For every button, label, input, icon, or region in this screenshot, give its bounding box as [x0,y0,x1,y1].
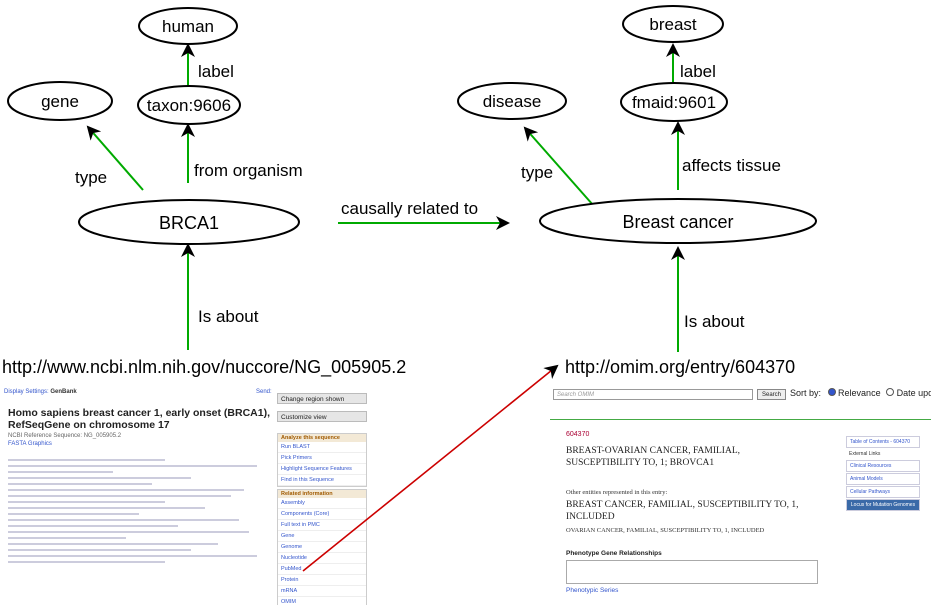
url-ncbi[interactable]: http://www.ncbi.nlm.nih.gov/nuccore/NG_0… [2,357,407,377]
ncbi-related-item[interactable]: OMIM [278,597,366,605]
ncbi-related-item[interactable]: Genome [278,542,366,553]
ncbi-change-region-button[interactable]: Change region shown [277,393,367,404]
ncbi-related-item[interactable]: Gene [278,531,366,542]
omim-sidebar-item[interactable]: Clinical Resources [846,460,920,472]
omim-sort-relevance[interactable]: Relevance [838,388,881,398]
ncbi-related-item[interactable]: Assembly [278,498,366,509]
label-edge-is-about-left: Is about [198,307,259,326]
ncbi-related-box: Related information Assembly Components … [277,489,367,605]
ncbi-related-item[interactable]: Full text in PMC [278,520,366,531]
ncbi-analyze-item[interactable]: Highlight Sequence Features [278,464,366,475]
node-human: human [162,17,214,36]
node-gene-ellipse [7,81,113,121]
node-fmaid-ellipse [620,82,728,122]
omim-search-input[interactable]: Search OMIM [553,389,753,400]
omim-sidebar-item[interactable]: Table of Contents - 604370 [846,436,920,448]
ncbi-analyze-item[interactable]: Run BLAST [278,442,366,453]
omim-sort-options: Sort by: Relevance Date updated [790,388,931,398]
edge-bc-type [523,126,594,206]
ncbi-related-item[interactable]: Nucleotide [278,553,366,564]
omim-phenotypic-series-link[interactable]: Phenotypic Series [566,587,619,594]
node-brca1-ellipse [78,199,300,245]
ncbi-related-header: Related information [278,490,366,498]
omim-header-divider [550,419,931,420]
omim-sort-label: Sort by: [790,388,822,398]
ncbi-refseq: NCBI Reference Sequence: NG_005905.2 [8,433,122,439]
ncbi-display-settings[interactable]: Display Settings: GenBank [4,389,77,395]
node-breast-cancer-ellipse [539,198,817,244]
node-disease: disease [483,92,542,111]
omim-search-button[interactable]: Search [757,389,787,400]
node-breast-cancer: Breast cancer [622,212,733,232]
ncbi-analyze-header: Analyze this sequence [278,434,366,442]
ncbi-send[interactable]: Send: [256,389,272,395]
omim-sidebar: Table of Contents - 604370 External Link… [846,436,920,512]
omim-sort-date[interactable]: Date updated [896,388,931,398]
ncbi-analyze-item[interactable]: Find in this Sequence [278,475,366,486]
omim-sidebar-item: External Links [849,451,881,457]
ncbi-related-item[interactable]: Protein [278,575,366,586]
ncbi-links[interactable]: FASTA Graphics [8,441,52,447]
omim-entry-heading-3: OVARIAN CANCER, FAMILIAL, SUSCEPTIBILITY… [566,527,765,534]
radio-unselected-icon[interactable] [886,388,895,396]
node-disease-ellipse [457,82,567,120]
ncbi-analyze-box: Analyze this sequence Run BLAST Pick Pri… [277,433,367,487]
omim-sidebar-item[interactable]: Cellular Pathways [846,486,920,498]
edge-brca1-type [86,125,144,191]
label-edge-from-organism: from organism [194,161,303,180]
node-breast: breast [649,15,697,34]
node-taxon: taxon:9606 [147,96,231,115]
omim-entry-id: 604370 [566,431,590,438]
ncbi-related-item[interactable]: PubMed [278,564,366,575]
radio-selected-icon[interactable] [827,388,836,396]
node-brca1: BRCA1 [159,213,219,233]
label-edge-affects-tissue: affects tissue [682,156,781,175]
node-taxon-ellipse [137,85,241,125]
label-edge-label-left: label [198,62,234,81]
ncbi-related-item[interactable]: mRNA [278,586,366,597]
knowledge-graph-diagram: human gene taxon:9606 BRCA1 breast disea… [7,5,817,352]
omim-entry-title: BREAST-OVARIAN CANCER, FAMILIAL, SUSCEPT… [566,446,741,468]
node-breast-ellipse [622,5,724,43]
ncbi-genbank-record [8,455,270,567]
node-human-ellipse [138,7,238,45]
omim-phenotype-header: Phenotype Gene Relationships [566,550,662,557]
ncbi-page-screenshot: Display Settings: GenBank Send: Homo sap… [0,385,372,605]
label-edge-causally-related: causally related to [341,199,478,218]
url-omim[interactable]: http://omim.org/entry/604370 [565,357,796,377]
ncbi-related-item[interactable]: Components (Core) [278,509,366,520]
label-edge-is-about-right: Is about [684,312,745,331]
label-edge-type-left: type [75,168,107,187]
node-gene: gene [41,92,79,111]
omim-other-entities: Other entities represented in this entry… [566,489,668,496]
omim-sidebar-button[interactable]: Locus for Mutation Genomes [846,499,920,511]
omim-sidebar-item[interactable]: Animal Models [846,473,920,485]
omim-entry-heading-2: BREAST CANCER, FAMILIAL, SUSCEPTIBILITY … [566,500,799,522]
label-edge-type-right: type [521,163,553,182]
omim-page-screenshot: Search OMIM Search Sort by: Relevance Da… [550,385,931,605]
ncbi-title: Homo sapiens breast cancer 1, early onse… [8,407,271,431]
label-edge-label-right: label [680,62,716,81]
ncbi-analyze-item[interactable]: Pick Primers [278,453,366,464]
ncbi-customize-view-button[interactable]: Customize view [277,411,367,422]
node-fmaid: fmaid:9601 [632,93,716,112]
omim-phenotype-table [566,560,818,584]
